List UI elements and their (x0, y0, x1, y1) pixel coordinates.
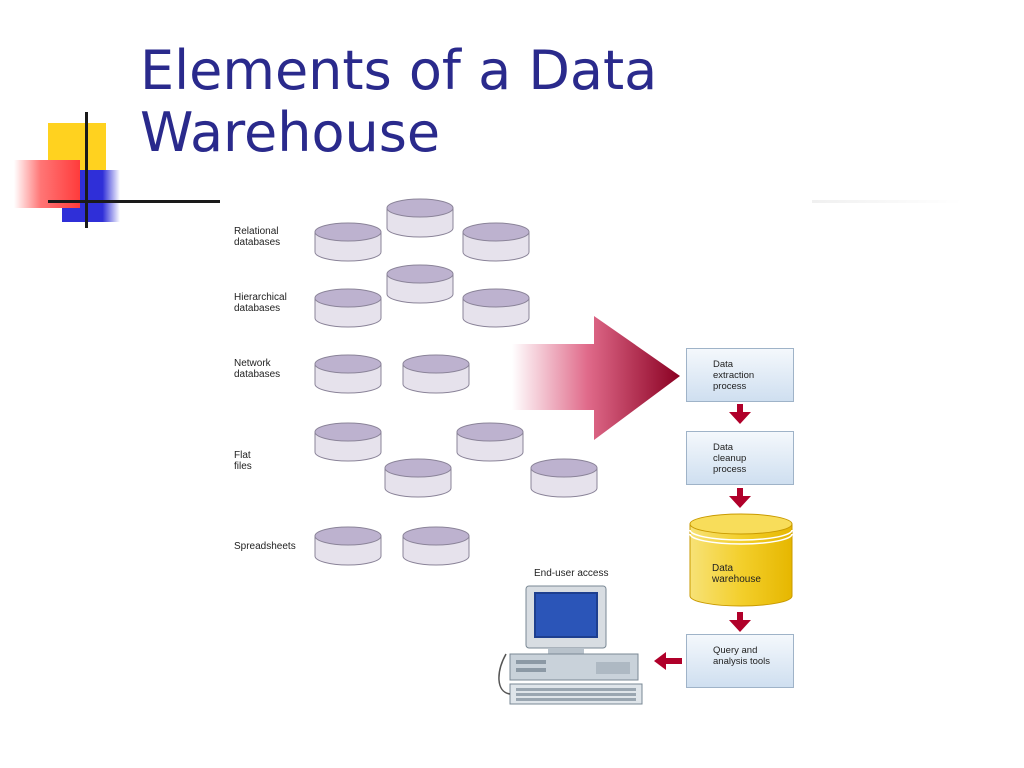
query-analysis-tools-box: Query and analysis tools (686, 634, 794, 688)
source-label-spreadsheets: Spreadsheets (234, 541, 314, 552)
source-label-line: Flat (234, 450, 251, 461)
source-label-flat-files: Flat files (234, 450, 314, 472)
source-label-relational: Relational databases (234, 226, 314, 248)
slide-title-line2: Warehouse (140, 101, 441, 164)
process-label-line: process (713, 381, 747, 392)
source-label-hierarchical: Hierarchical databases (234, 292, 314, 314)
source-label-line: Spreadsheets (234, 541, 296, 552)
database-disk-icon (314, 422, 382, 462)
process-label-line: Data (713, 442, 734, 453)
source-label-line: files (234, 461, 252, 472)
data-warehouse-cylinder (689, 513, 793, 607)
process-label-line: cleanup (713, 453, 747, 464)
deco-vertical-line (85, 112, 88, 228)
deco-faint-line (812, 200, 962, 203)
database-disk-icon (402, 526, 470, 566)
slide-title: Elements of a Data Warehouse (140, 40, 840, 164)
source-label-network: Network databases (234, 358, 314, 380)
database-disk-icon (314, 222, 382, 262)
data-warehouse-label: Data warehouse (712, 563, 761, 585)
database-disk-icon (402, 354, 470, 394)
extraction-process-box: Data extraction process (686, 348, 794, 402)
computer-icon (498, 585, 643, 705)
source-label-line: databases (234, 237, 281, 248)
down-arrow-icon (729, 404, 751, 424)
big-right-arrow (512, 316, 680, 440)
down-arrow-icon (729, 612, 751, 632)
end-user-access-label: End-user access (534, 568, 609, 579)
process-label-line: extraction (713, 370, 755, 381)
source-label-line: Relational (234, 226, 279, 237)
database-disk-icon (462, 222, 530, 262)
database-disk-icon (456, 422, 524, 462)
database-disk-icon (314, 354, 382, 394)
database-disk-icon (462, 288, 530, 328)
warehouse-label-line: warehouse (712, 574, 761, 585)
database-disk-icon (386, 264, 454, 304)
database-disk-icon (386, 198, 454, 238)
process-label-line: Query and (713, 645, 758, 656)
process-label-line: process (713, 464, 747, 475)
database-disk-icon (530, 458, 598, 498)
source-label-line: Network (234, 358, 271, 369)
process-label-line: Data (713, 359, 734, 370)
left-arrow-icon (654, 652, 682, 670)
warehouse-label-line: Data (712, 563, 734, 574)
source-label-line: databases (234, 303, 281, 314)
process-label-line: analysis tools (713, 656, 771, 667)
database-disk-icon (314, 288, 382, 328)
source-label-line: Hierarchical (234, 292, 287, 303)
slide-title-line1: Elements of a Data (140, 39, 658, 102)
source-label-line: databases (234, 369, 281, 380)
down-arrow-icon (729, 488, 751, 508)
deco-horizontal-line (48, 200, 220, 203)
database-disk-icon (384, 458, 452, 498)
cleanup-process-box: Data cleanup process (686, 431, 794, 485)
database-disk-icon (314, 526, 382, 566)
